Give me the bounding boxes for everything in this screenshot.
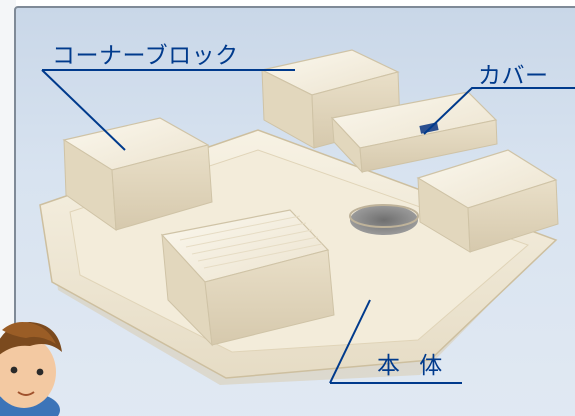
left-margin (0, 0, 16, 416)
corner-block-back-left (62, 117, 213, 232)
corner-block-label: コーナーブロック (52, 43, 239, 69)
boy-character-icon (0, 322, 62, 416)
cover-label: カバー (478, 63, 549, 89)
corner-block-right (416, 149, 559, 253)
cover-plate (330, 91, 498, 174)
callout-lines (41, 69, 575, 384)
corner-block-front-left (160, 209, 335, 347)
body-label: 本 体 (377, 353, 449, 379)
callout-line-cover (423, 87, 575, 135)
drain-hole (350, 205, 418, 235)
